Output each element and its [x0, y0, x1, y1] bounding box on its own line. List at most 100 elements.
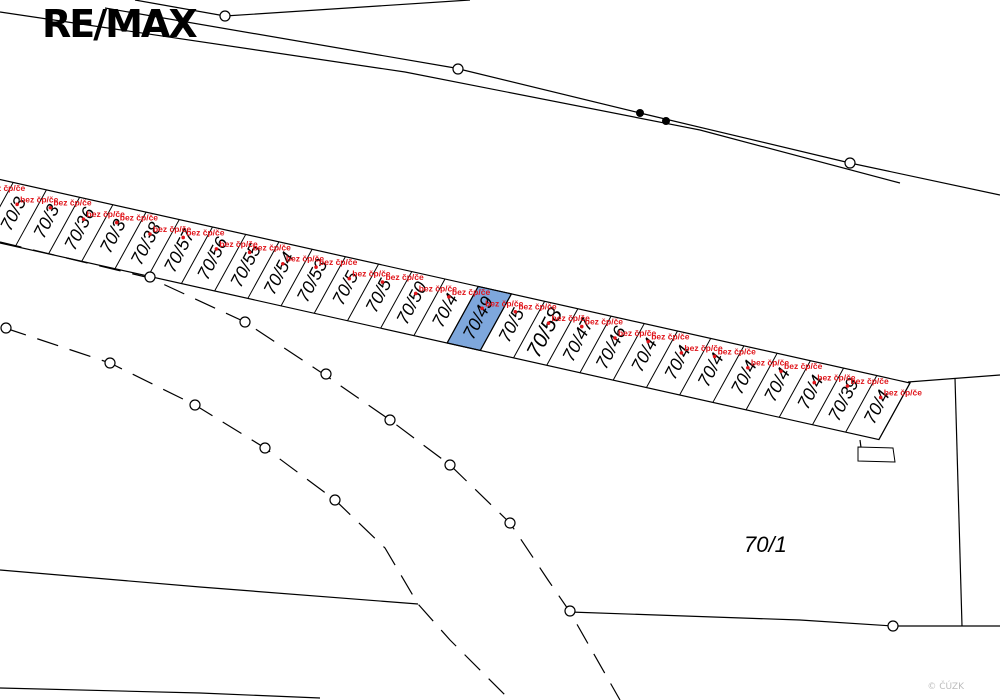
- boundary-line: [0, 569, 419, 605]
- survey-point: [0, 322, 12, 334]
- marker-label: bez čp/če: [751, 358, 790, 368]
- address-marker: [613, 336, 617, 340]
- plot-divider: [0, 182, 14, 208]
- marker-label: bez čp/če: [518, 302, 557, 312]
- plot-extension: [857, 446, 896, 463]
- marker-label: bez čp/če: [684, 343, 723, 353]
- marker-label: bez čp/če: [784, 361, 823, 371]
- address-marker: [779, 369, 783, 373]
- parcel-label-main[interactable]: 70/1: [744, 532, 787, 557]
- survey-point: [384, 414, 396, 426]
- marker-label: bez čp/če: [419, 283, 458, 293]
- fixed-point: [636, 109, 644, 117]
- marker-label: bez čp/če: [286, 254, 325, 264]
- plot-divider: [845, 375, 878, 433]
- plot-divider: [313, 256, 346, 314]
- address-marker: [579, 324, 584, 329]
- survey-point: [320, 368, 332, 380]
- address-marker: [546, 321, 551, 325]
- address-marker: [646, 339, 650, 344]
- address-marker: [746, 365, 750, 370]
- address-marker: [513, 309, 518, 314]
- survey-point: [844, 157, 856, 169]
- plot-divider: [380, 271, 413, 329]
- marker-label: bez čp/če: [87, 209, 126, 219]
- boundary-line: [4, 327, 511, 700]
- marker-label: bez čp/če: [385, 272, 424, 282]
- plot-divider: [778, 360, 811, 418]
- boundary-line: [0, 687, 321, 699]
- address-marker: [679, 351, 684, 355]
- address-marker: [214, 247, 219, 251]
- plot-divider: [679, 338, 712, 396]
- marker-label: bez čp/če: [718, 346, 757, 356]
- marker-label: bez čp/če: [352, 269, 391, 279]
- address-marker: [48, 205, 53, 210]
- address-marker: [812, 380, 817, 385]
- plot-divider: [48, 197, 81, 255]
- address-marker: [314, 265, 318, 269]
- address-marker: [878, 395, 883, 400]
- survey-point: [564, 605, 576, 617]
- plot-divider: [214, 234, 247, 292]
- address-marker: [712, 354, 717, 359]
- survey-point: [329, 494, 341, 506]
- address-marker: [845, 384, 850, 388]
- plot-divider: [579, 315, 612, 373]
- marker-label: bez čp/če: [253, 242, 292, 252]
- plot-divider: [347, 263, 380, 321]
- survey-point: [444, 459, 456, 471]
- survey-point: [144, 271, 156, 283]
- survey-point: [219, 10, 231, 22]
- marker-label: bez čp/če: [186, 227, 225, 237]
- plot-divider: [745, 353, 778, 411]
- address-marker: [380, 280, 385, 284]
- plot-divider: [546, 308, 579, 366]
- address-marker: [114, 220, 119, 225]
- plot-divider: [712, 345, 745, 403]
- boundary-line: [569, 611, 1000, 627]
- survey-point: [104, 357, 116, 369]
- marker-label: bez čp/če: [552, 313, 591, 323]
- copyright-notice: © ČÚZK: [927, 682, 964, 692]
- marker-label: bez čp/če: [817, 373, 856, 383]
- address-marker: [347, 276, 352, 281]
- plot-divider: [280, 249, 313, 307]
- survey-points: [0, 10, 899, 632]
- marker-label: bez čp/če: [319, 257, 358, 267]
- survey-point: [887, 620, 899, 632]
- survey-point: [259, 442, 271, 454]
- plot-divider: [446, 286, 479, 344]
- marker-label: bez čp/če: [120, 213, 159, 223]
- plot-divider: [81, 204, 114, 262]
- marker-label: bez čp/če: [485, 298, 524, 308]
- remax-logo: RE/MAX: [42, 2, 198, 46]
- address-marker: [181, 235, 185, 240]
- boundary-line: [954, 377, 963, 627]
- marker-label: bez čp/če: [452, 287, 491, 297]
- plot-divider: [513, 301, 546, 359]
- marker-label: bez čp/če: [53, 198, 92, 208]
- plot-divider: [180, 226, 213, 284]
- survey-point: [239, 316, 251, 328]
- marker-label: bez čp/če: [651, 331, 690, 341]
- boundary-line: [907, 374, 1000, 383]
- marker-label: bez čp/če: [585, 317, 624, 327]
- plot-divider: [247, 241, 280, 299]
- plot-divider: [14, 189, 47, 247]
- survey-point: [504, 517, 516, 529]
- marker-label: bez čp/če: [20, 194, 59, 204]
- marker-label: bez čp/če: [884, 387, 923, 397]
- plot-divider: [413, 278, 446, 336]
- address-marker: [447, 295, 451, 299]
- survey-point: [452, 63, 464, 75]
- plot-divider: [114, 211, 147, 269]
- plot-divider: [479, 293, 512, 351]
- survey-point: [189, 399, 201, 411]
- plot-divider: [645, 330, 678, 388]
- marker-label: bez čp/če: [219, 239, 258, 249]
